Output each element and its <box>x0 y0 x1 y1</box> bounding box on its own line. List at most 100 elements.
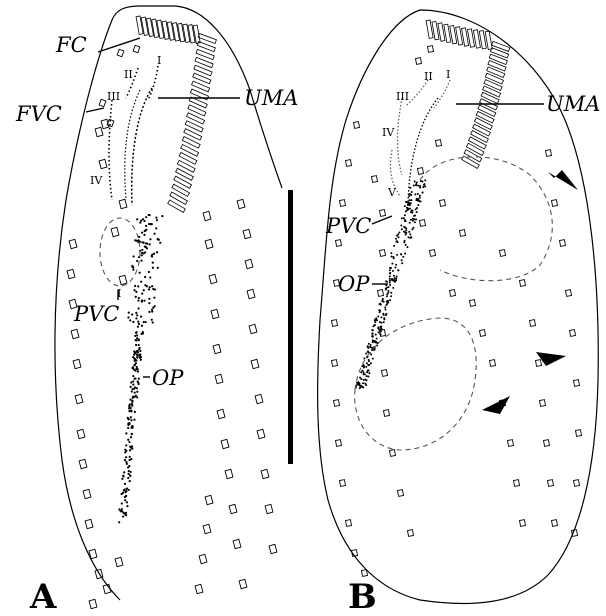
cirrus <box>480 330 486 337</box>
op-dot <box>138 307 140 309</box>
op-dot <box>389 269 391 271</box>
op-dot <box>371 332 373 334</box>
op-dot <box>367 350 369 352</box>
op-dot <box>127 427 129 429</box>
op-dot <box>131 405 133 407</box>
op-dot <box>366 375 368 377</box>
cirrus <box>251 359 259 368</box>
cirrus <box>261 469 269 478</box>
op-dot <box>141 325 143 327</box>
op-dot <box>148 298 150 300</box>
cirrus <box>576 430 582 437</box>
cirrus <box>89 599 97 608</box>
cirrus <box>340 200 346 207</box>
op-dot <box>366 356 368 358</box>
op-dot <box>130 419 132 421</box>
op-dot <box>416 198 418 200</box>
op-dot <box>378 326 380 328</box>
membranelle <box>146 18 153 36</box>
op-dot <box>144 284 146 286</box>
op-dot <box>389 299 391 301</box>
op-dot <box>419 197 421 199</box>
op-dot <box>132 380 134 382</box>
membranelle <box>179 152 197 164</box>
pvc-outline-a <box>100 218 140 286</box>
op-dot <box>141 249 143 251</box>
membranelle <box>174 176 192 188</box>
op-dot <box>122 515 124 517</box>
op-dot <box>130 416 132 418</box>
op-dot <box>380 322 382 324</box>
op-dot <box>395 264 397 266</box>
cirrus <box>436 140 442 147</box>
membranelle <box>469 137 487 149</box>
op-dot <box>375 340 377 342</box>
cirrus <box>243 229 251 238</box>
op-dot <box>410 194 412 196</box>
op-dot <box>151 285 153 287</box>
op-dot <box>406 207 408 209</box>
op-dot <box>138 383 140 385</box>
op-dot <box>404 253 406 255</box>
cirrus <box>247 289 255 298</box>
op-dot <box>118 508 120 510</box>
op-dot <box>132 383 134 385</box>
op-dot <box>128 423 130 425</box>
roman-iv-a: IV <box>90 174 103 187</box>
op-dot <box>372 341 374 343</box>
op-dot <box>148 288 150 290</box>
op-dot <box>400 253 402 255</box>
op-dot <box>135 240 137 242</box>
op-dot <box>136 396 138 398</box>
op-dot <box>365 366 367 368</box>
cirrus <box>336 440 342 447</box>
op-dot <box>128 465 130 467</box>
arrowhead-2 <box>536 352 566 366</box>
op-dot <box>161 215 163 217</box>
cirrus <box>508 440 514 447</box>
op-dot <box>138 297 140 299</box>
op-dot <box>131 266 133 268</box>
membranelle <box>462 156 480 168</box>
op-dot <box>413 218 415 220</box>
op-dot <box>421 180 423 182</box>
op-dot <box>131 448 133 450</box>
op-dot <box>128 441 130 443</box>
op-dot <box>132 356 134 358</box>
op-dot <box>386 281 388 283</box>
op-dot <box>141 293 143 295</box>
op-dot <box>137 370 139 372</box>
op-dot <box>136 334 138 336</box>
op-dot <box>366 362 368 364</box>
paroral-membrane-a <box>125 90 140 200</box>
op-dot <box>132 366 134 368</box>
membranelle <box>136 16 143 34</box>
membranelle <box>487 67 505 78</box>
op-dot <box>396 276 398 278</box>
roman-v-b: V <box>387 186 397 199</box>
membranelle <box>485 73 503 84</box>
op-dot <box>404 214 406 216</box>
op-dot <box>134 377 136 379</box>
op-dot <box>136 260 138 262</box>
op-dot <box>141 254 143 256</box>
op-dot <box>391 279 393 281</box>
undulating-membrane-a <box>132 88 152 205</box>
op-dot <box>140 259 142 261</box>
membranelle <box>464 150 482 162</box>
op-dot <box>127 417 129 419</box>
op-dot <box>139 353 141 355</box>
op-dot <box>140 220 142 222</box>
cirrus <box>211 309 219 318</box>
cirrus <box>221 439 229 448</box>
op-dot <box>392 270 394 272</box>
panel-label-b: B <box>348 577 377 616</box>
cirrus <box>237 199 245 208</box>
op-dot <box>365 352 367 354</box>
op-dot <box>359 377 361 379</box>
op-dot <box>136 387 138 389</box>
op-dot <box>134 411 136 413</box>
cirri-b <box>332 46 582 577</box>
op-dot <box>136 391 138 393</box>
op-dot <box>398 231 400 233</box>
